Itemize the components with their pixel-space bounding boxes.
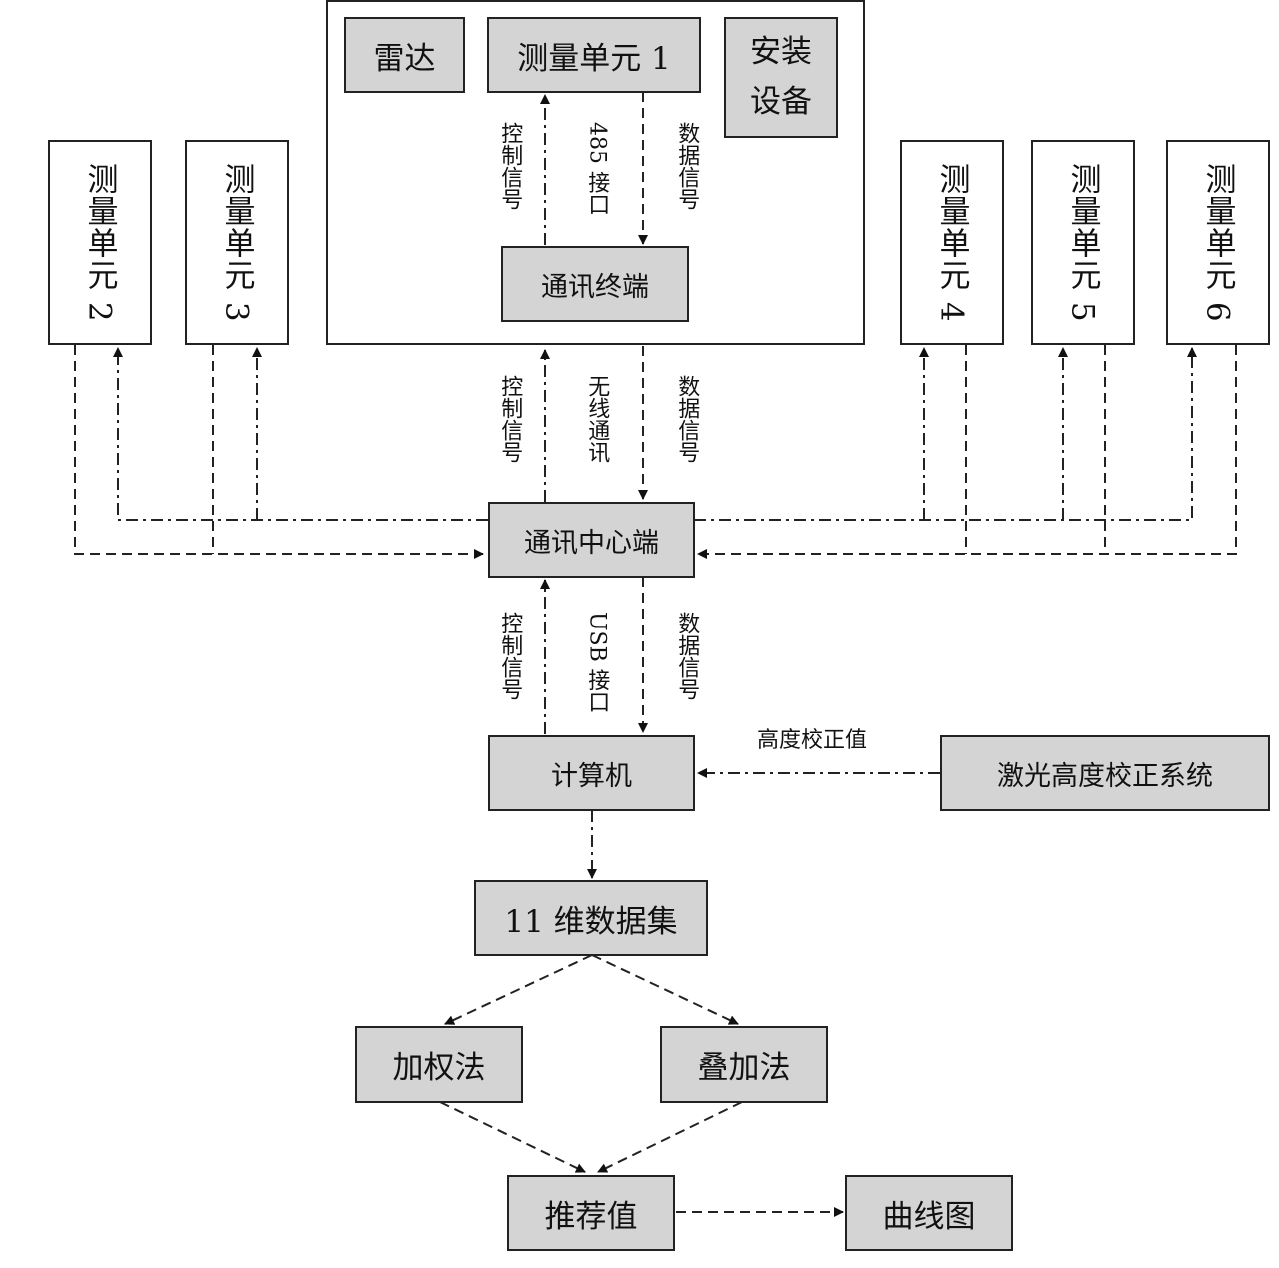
install-device-text: 安装 设备 [750, 28, 812, 127]
comm-center-node: 通讯中心端 [488, 502, 695, 578]
measurement-unit-1-frame [326, 0, 865, 345]
height-correction-value-label: 高度校正值 [757, 728, 868, 753]
dataset-node: 11 维数据集 [474, 880, 708, 956]
measurement-unit-6-node: 测量单元 6 [1166, 140, 1270, 345]
control-signal-label-3: 控制信号 [497, 612, 523, 700]
measurement-unit-2-node: 测量单元 2 [48, 140, 152, 345]
data-signal-label-3: 数据信号 [674, 612, 700, 700]
install-device-line-2: 设备 [750, 83, 812, 120]
measurement-unit-1-node: 测量单元 1 [487, 17, 701, 93]
control-signal-label-2: 控制信号 [497, 375, 523, 463]
install-device-node: 安装 设备 [724, 17, 838, 138]
wireless-comm-label: 无线通讯 [584, 375, 610, 463]
data-signal-label-1: 数据信号 [674, 122, 700, 210]
weighted-method-node: 加权法 [355, 1026, 523, 1103]
control-signal-label-1: 控制信号 [497, 122, 523, 210]
radar-node: 雷达 [344, 17, 465, 93]
comm-terminal-node: 通讯终端 [501, 246, 689, 322]
install-device-line-1: 安装 [750, 33, 812, 70]
stacking-method-node: 叠加法 [660, 1026, 828, 1103]
measurement-unit-3-node: 测量单元 3 [185, 140, 289, 345]
data-signal-label-2: 数据信号 [674, 375, 700, 463]
measurement-unit-4-node: 测量单元 4 [900, 140, 1004, 345]
curve-chart-node: 曲线图 [845, 1175, 1013, 1251]
laser-height-correction-node: 激光高度校正系统 [940, 735, 1270, 811]
interface-usb-label: USB 接口 [584, 612, 610, 713]
measurement-unit-5-node: 测量单元 5 [1031, 140, 1135, 345]
interface-485-label: 485 接口 [584, 122, 610, 215]
recommended-value-node: 推荐值 [507, 1175, 675, 1251]
computer-node: 计算机 [488, 735, 695, 811]
